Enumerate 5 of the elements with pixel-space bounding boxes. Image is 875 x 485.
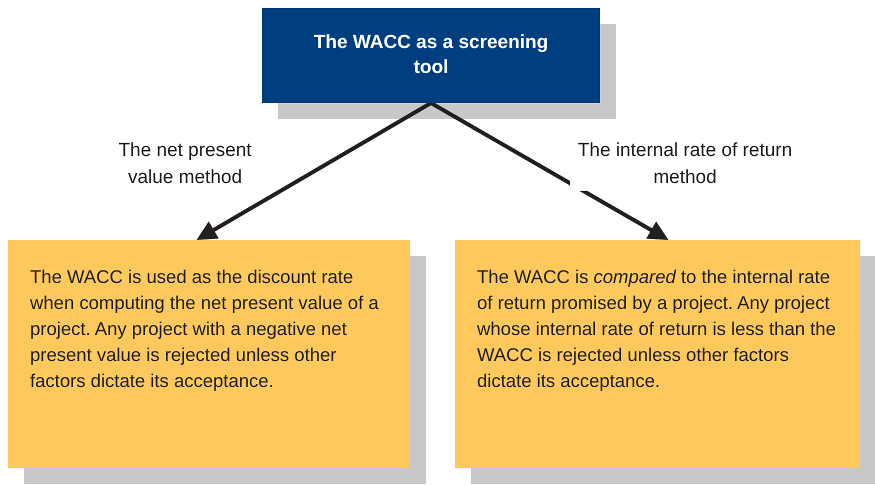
title-box: The WACC as a screening tool xyxy=(262,8,600,103)
text-box: The WACC is compared to the internal rate of return promised by a project. Any project whose internal rate of return is less than the WACC is rejected unless other factors dictate its acceptance. xyxy=(455,240,860,468)
arrow xyxy=(430,101,668,240)
text-box: The WACC is used as the discount rate when computing the net present value of a project. Any project with a negative net present value is rejected unless other factors dictate its acceptance. xyxy=(8,240,410,468)
arrow xyxy=(196,101,432,240)
